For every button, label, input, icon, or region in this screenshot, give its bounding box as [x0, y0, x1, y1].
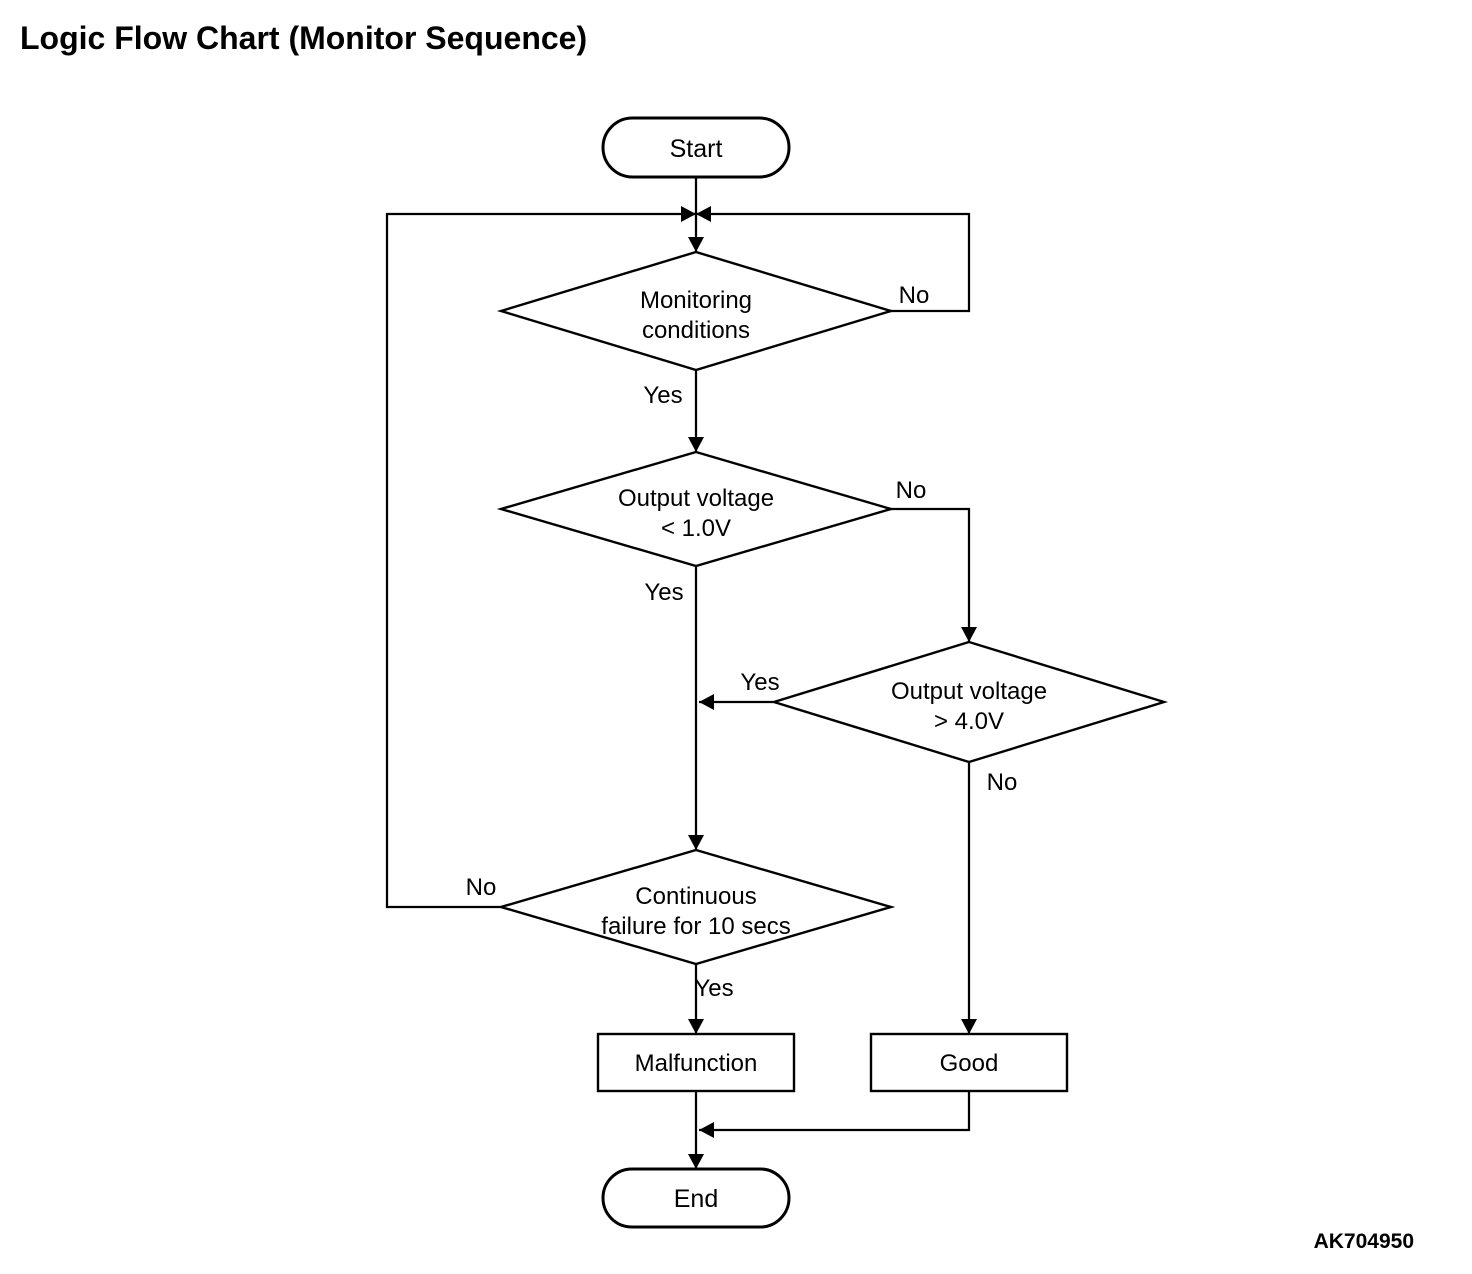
arrowhead-voltage-high-yes	[699, 694, 714, 710]
arrowhead-good-merge	[699, 1122, 714, 1138]
arrowhead-into-malfunction	[688, 1019, 704, 1034]
figure-code: AK704950	[1313, 1230, 1414, 1253]
decision-monitoring-shape	[496, 250, 896, 372]
decision-output-voltage-high: Output voltage > 4.0V	[769, 640, 1169, 764]
end-label: End	[674, 1185, 718, 1213]
start-shape	[601, 116, 791, 179]
decision-voltage-low-shape	[496, 450, 896, 568]
label-voltage-high-yes: Yes	[740, 669, 779, 696]
start-label: Start	[670, 135, 723, 163]
label-voltage-high-no: No	[987, 769, 1018, 796]
decision-monitoring-line1: Monitoring	[640, 287, 752, 314]
edge-voltage-low-no	[891, 507, 971, 642]
edge-continuous-failure-no-loop	[385, 212, 696, 909]
process-malfunction-shape	[596, 1032, 796, 1093]
edges	[385, 177, 971, 1169]
decision-voltage-high-line2: > 4.0V	[934, 708, 1004, 735]
arrowheads	[681, 206, 977, 1169]
end-node: End	[601, 1167, 791, 1229]
decision-voltage-high-line1: Output voltage	[891, 678, 1047, 705]
process-good-shape	[869, 1032, 1069, 1093]
decision-continuous-failure-line1: Continuous	[635, 883, 756, 910]
decision-monitoring-line2: conditions	[642, 317, 750, 344]
decision-continuous-failure: Continuous failure for 10 secs	[496, 848, 896, 966]
process-good: Good	[869, 1032, 1069, 1093]
arrowhead-junction-from-right	[696, 206, 711, 222]
decision-continuous-failure-line2: failure for 10 secs	[601, 913, 790, 940]
page-title: Logic Flow Chart (Monitor Sequence)	[20, 20, 588, 56]
start-node: Start	[601, 116, 791, 179]
process-malfunction: Malfunction	[596, 1032, 796, 1093]
decision-voltage-low-line1: Output voltage	[618, 485, 774, 512]
label-monitoring-no: No	[899, 282, 930, 309]
edge-monitoring-no-loop	[696, 212, 971, 313]
arrowhead-into-monitoring	[688, 237, 704, 252]
decision-voltage-low-line2: < 1.0V	[661, 515, 731, 542]
arrowhead-junction-from-left	[681, 206, 696, 222]
process-malfunction-label: Malfunction	[635, 1050, 758, 1077]
arrowhead-into-continuous-failure	[688, 835, 704, 850]
label-voltage-low-no: No	[896, 477, 927, 504]
decision-output-voltage-low: Output voltage < 1.0V	[496, 450, 896, 568]
label-continuous-failure-no: No	[466, 874, 497, 901]
process-good-label: Good	[940, 1050, 999, 1077]
edge-good-to-merge	[699, 1091, 971, 1132]
label-continuous-failure-yes: Yes	[694, 975, 733, 1002]
decision-voltage-high-shape	[769, 640, 1169, 764]
label-monitoring-yes: Yes	[643, 382, 682, 409]
branch-labels: No Yes No Yes Yes No No Yes	[466, 282, 1018, 1002]
arrowhead-into-end	[688, 1154, 704, 1169]
arrowhead-into-good	[961, 1019, 977, 1034]
label-voltage-low-yes: Yes	[644, 579, 683, 606]
decision-continuous-failure-shape	[496, 848, 896, 966]
arrowhead-into-voltage-low	[688, 437, 704, 452]
arrowhead-into-voltage-high	[961, 627, 977, 642]
decision-monitoring-conditions: Monitoring conditions	[496, 250, 896, 372]
